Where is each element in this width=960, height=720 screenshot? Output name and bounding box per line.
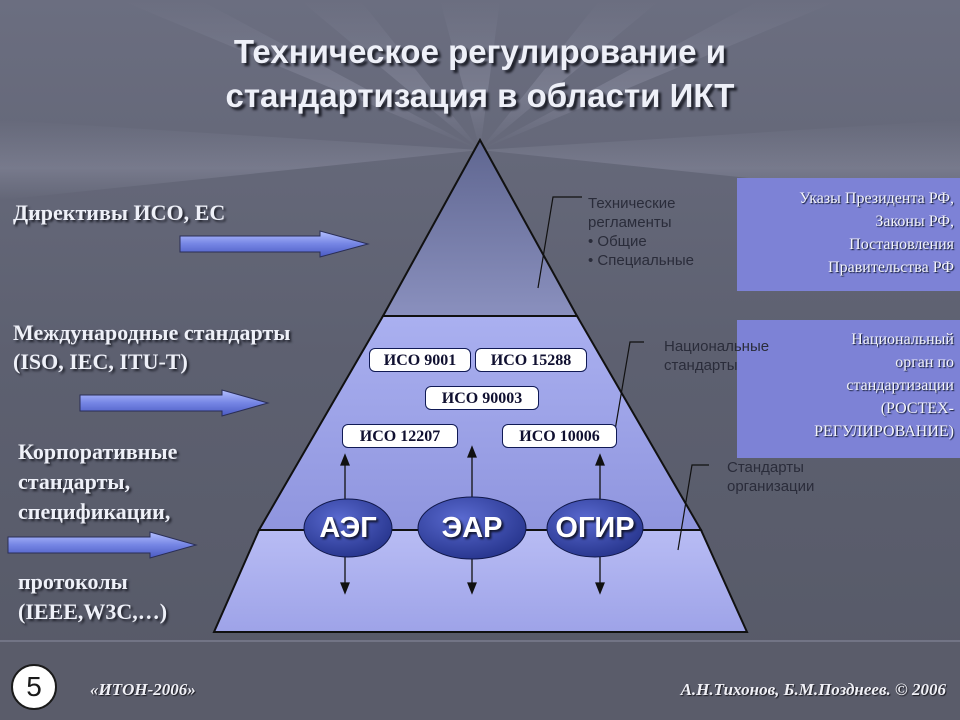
iso-9001-box: ИСО 9001 bbox=[369, 348, 471, 372]
page-title-line2: стандартизация в области ИКТ bbox=[225, 77, 735, 114]
decrees-line1: Указы Президента РФ, bbox=[799, 190, 954, 207]
national-body-line1: Национальный bbox=[851, 331, 954, 348]
national-body-box bbox=[737, 320, 960, 458]
page-title: Техническое регулирование и стандартизац… bbox=[160, 30, 800, 118]
iso-10006-box: ИСО 10006 bbox=[502, 424, 617, 448]
tech-regs-line4: • Специальные bbox=[588, 252, 695, 269]
international-line2: (ISO, IEC, ITU-T) bbox=[13, 349, 188, 374]
tech-regs-callout-line bbox=[537, 196, 582, 289]
national-line2: стандарты bbox=[664, 357, 738, 374]
page-number-badge: 5 bbox=[11, 664, 57, 710]
directives-arrow bbox=[179, 230, 370, 258]
national-body-line4: (РОСТЕХ- bbox=[880, 400, 954, 417]
iso-15288-box: ИСО 15288 bbox=[475, 348, 587, 372]
corporate-arrow bbox=[7, 531, 198, 559]
protocols-label: протоколы (IEEE,W3C,…) bbox=[18, 567, 167, 627]
ear-label: ЭАР bbox=[441, 512, 503, 544]
organization-standards-annotation: Стандарты организации bbox=[727, 458, 814, 496]
directives-label: Директивы ИСО, ЕС bbox=[13, 200, 226, 225]
tech-regs-annotation: Технические регламенты • Общие • Специал… bbox=[588, 194, 694, 270]
authors-label: А.Н.Тихонов, Б.М.Позднеев. © 2006 bbox=[680, 680, 946, 699]
national-line1: Национальные bbox=[664, 338, 770, 355]
tech-regs-line3: • Общие bbox=[588, 233, 647, 250]
national-callout-line bbox=[611, 341, 644, 449]
international-arrow bbox=[79, 389, 270, 417]
national-body-line5: РЕГУЛИРОВАНИЕ) bbox=[814, 423, 954, 440]
decrees-line2: Законы РФ, bbox=[875, 213, 954, 230]
organization-line2: организации bbox=[727, 478, 815, 495]
event-label: «ИТОН-2006» bbox=[90, 680, 196, 699]
international-line1: Международные стандарты bbox=[13, 320, 291, 345]
national-body-box-text: Национальный орган по стандартизации (РО… bbox=[737, 322, 960, 447]
corporate-line3: спецификации, bbox=[18, 499, 171, 524]
decrees-box bbox=[737, 178, 960, 291]
national-body-line3: стандартизации bbox=[846, 377, 954, 394]
ogir-ellipse bbox=[546, 498, 644, 558]
corporate-line1: Корпоративные bbox=[18, 439, 178, 464]
iso-90003-box: ИСО 90003 bbox=[425, 386, 539, 410]
aeg-ellipse bbox=[303, 498, 393, 558]
corporate-line5: (IEEE,W3C,…) bbox=[18, 599, 168, 624]
corporate-line4: протоколы bbox=[18, 569, 128, 594]
tech-regs-line2: регламенты bbox=[588, 214, 672, 231]
decrees-line4: Правительства РФ bbox=[828, 259, 954, 276]
decrees-box-text: Указы Президента РФ, Законы РФ, Постанов… bbox=[737, 181, 960, 283]
corporate-line2: стандарты, bbox=[18, 469, 131, 494]
decrees-line3: Постановления bbox=[849, 236, 954, 253]
page-title-line1: Техническое регулирование и bbox=[233, 33, 727, 70]
national-body-line2: орган по bbox=[895, 354, 954, 371]
international-standards-label: Международные стандарты (ISO, IEC, ITU-T… bbox=[13, 318, 290, 376]
ear-ellipse bbox=[417, 496, 527, 560]
organization-callout-line bbox=[677, 464, 709, 551]
iso-12207-box: ИСО 12207 bbox=[342, 424, 458, 448]
aeg-label: АЭГ bbox=[319, 512, 377, 544]
corporate-standards-label: Корпоративные стандарты, спецификации, bbox=[18, 437, 177, 527]
organization-line1: Стандарты bbox=[727, 459, 804, 476]
tech-regs-line1: Технические bbox=[588, 195, 676, 212]
ogir-label: ОГИР bbox=[555, 512, 635, 544]
national-standards-annotation: Национальные стандарты bbox=[664, 337, 769, 375]
